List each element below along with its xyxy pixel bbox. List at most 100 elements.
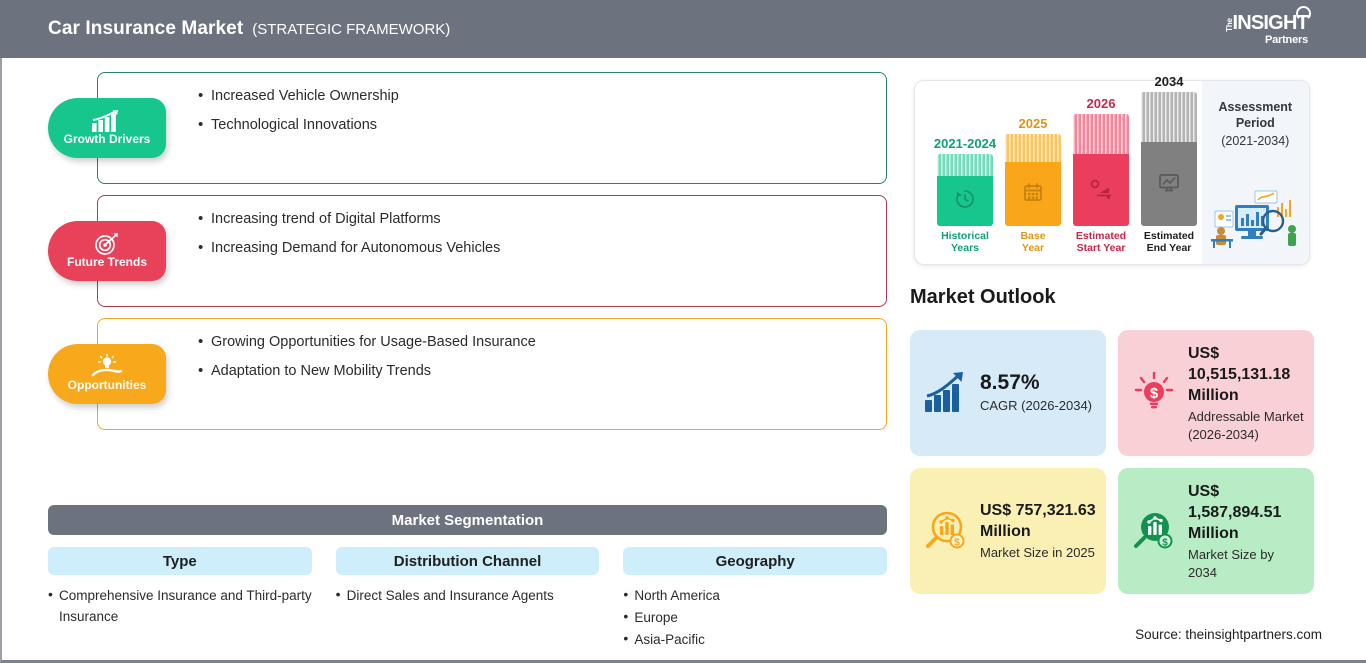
bar-top-segment: [1141, 92, 1197, 142]
insight-partners-logo: The INSIGHT Partners: [1196, 5, 1311, 50]
bar-item-historical: 2021-2024: [934, 136, 996, 254]
list-item: Comprehensive Insurance and Third-party …: [48, 584, 312, 627]
lightbulb-hand-icon: [90, 354, 124, 378]
card-cagr: 8.57% CAGR (2026-2034): [910, 330, 1106, 456]
logo-partners-text: Partners: [1264, 33, 1308, 46]
segment-column-type: Type Comprehensive Insurance and Third-p…: [48, 547, 312, 651]
card-addressable-market-label: Addressable Market (2026-2034): [1188, 408, 1304, 442]
outlook-card-row-bottom: $ US$ 757,321.63 Million Market Size in …: [910, 468, 1322, 594]
card-market-size-2034-text: US$ 1,587,894.51 Million Market Size by …: [1188, 481, 1304, 582]
card-addressable-market: $ US$ 10: [1118, 330, 1314, 456]
card-market-size-2025-value: US$ 757,321.63 Million: [980, 502, 1096, 540]
segment-title: Type: [162, 552, 197, 570]
factor-bullets-opportunities: Growing Opportunities for Usage-Based In…: [98, 319, 886, 395]
badge-growth-drivers[interactable]: Growth Drivers: [48, 98, 166, 158]
magnifier-chart-dollar-icon: $: [1128, 509, 1180, 553]
card-cagr-label: CAGR (2026-2034): [980, 398, 1092, 413]
bar-top-segment: [1005, 134, 1061, 162]
history-clock-icon: [954, 188, 976, 215]
bar-chart-growth-icon: [90, 110, 124, 132]
source-attribution: Source: theinsightpartners.com: [1135, 627, 1322, 642]
factor-box-future-trends: Increasing trend of Digital Platforms In…: [97, 195, 887, 307]
bar-estimated-end-year: [1141, 92, 1197, 226]
logo-ring-icon: [1296, 5, 1311, 21]
bar-estimated-start-year: [1073, 114, 1129, 226]
factor-bullets-future-trends: Increasing trend of Digital Platforms In…: [98, 196, 886, 272]
monitor-chart-icon: [1157, 171, 1181, 198]
bar-bottom-segment: [1073, 154, 1129, 226]
bullet-item: Increasing trend of Digital Platforms: [198, 209, 886, 229]
card-cagr-text: 8.57% CAGR (2026-2034): [980, 371, 1096, 415]
card-addressable-market-value: US$ 10,515,131.18 Million: [1188, 344, 1291, 404]
badge-future-trends[interactable]: Future Trends: [48, 221, 166, 281]
badge-label: Opportunities: [67, 378, 147, 392]
logo-top-row: The INSIGHT: [1223, 5, 1311, 33]
segment-list-distribution-channel: Direct Sales and Insurance Agents: [336, 584, 600, 606]
header-title-group: Car Insurance Market (STRATEGIC FRAMEWOR…: [48, 18, 450, 40]
lightbulb-dollar-icon: $: [1128, 371, 1180, 415]
market-outlook-title: Market Outlook: [910, 286, 1056, 308]
segmentation-columns: Type Comprehensive Insurance and Third-p…: [48, 547, 888, 651]
segment-list-type: Comprehensive Insurance and Third-party …: [48, 584, 312, 627]
svg-text:$: $: [954, 538, 960, 549]
bar-year-label: 2034: [1154, 74, 1184, 89]
calendar-icon: [1022, 181, 1044, 208]
list-item: Asia-Pacific: [623, 628, 887, 650]
assessment-title-line1: Assessment: [1218, 100, 1293, 114]
bar-top-segment: [1073, 114, 1129, 154]
factor-box-opportunities: Growing Opportunities for Usage-Based In…: [97, 318, 887, 430]
bar-year-label: 2026: [1086, 96, 1116, 111]
bullet-item: Increased Vehicle Ownership: [198, 86, 886, 106]
page-header: Car Insurance Market (STRATEGIC FRAMEWOR…: [0, 0, 1366, 58]
gear-chart-icon: [1089, 177, 1113, 204]
logo-the-text: The: [1224, 17, 1234, 32]
list-item: Direct Sales and Insurance Agents: [336, 584, 600, 606]
segment-header-type: Type: [48, 547, 312, 575]
segment-list-geography: North America Europe Asia-Pacific: [623, 584, 887, 650]
bullet-item: Adaptation to New Mobility Trends: [198, 361, 886, 381]
right-column: 2021-2024: [905, 58, 1366, 663]
assessment-title-line3: (2021-2034): [1221, 134, 1290, 148]
outlook-cards: 8.57% CAGR (2026-2034) $: [910, 330, 1322, 606]
badge-opportunities[interactable]: Opportunities: [48, 344, 166, 404]
page-title: Car Insurance Market: [48, 18, 244, 39]
assessment-period-panel: 2021-2024: [914, 74, 1310, 265]
segment-column-geography: Geography North America Europe Asia-Paci…: [623, 547, 888, 651]
bar-base-year: [1005, 134, 1061, 226]
bullet-item: Technological Innovations: [198, 115, 886, 135]
svg-text:$: $: [1162, 538, 1168, 549]
bar-year-label: 2025: [1018, 116, 1048, 131]
segment-title: Geography: [715, 552, 795, 570]
card-market-size-2034-value: US$ 1,587,894.51 Million: [1188, 482, 1282, 542]
list-item: Europe: [623, 606, 887, 628]
card-market-size-2025-label: Market Size in 2025: [980, 545, 1095, 560]
page-subtitle: (STRATEGIC FRAMEWORK): [252, 21, 451, 38]
bar-item-estimated-start: 2026: [1073, 96, 1129, 254]
svg-text:$: $: [1150, 385, 1159, 402]
bar-top-segment: [937, 154, 993, 176]
assessment-period-label-panel: Assessment Period (2021-2034): [1201, 81, 1309, 264]
card-cagr-value: 8.57%: [980, 371, 1040, 394]
left-column: Increased Vehicle Ownership Technologica…: [0, 58, 900, 663]
growth-chart-arrow-icon: [920, 372, 972, 414]
card-addressable-market-text: US$ 10,515,131.18 Million Addressable Ma…: [1188, 343, 1304, 444]
card-market-size-2034: $ US$ 1,587,894.51 Million Market Size b…: [1118, 468, 1314, 594]
factor-box-growth-drivers: Increased Vehicle Ownership Technologica…: [97, 72, 887, 184]
list-item: North America: [623, 584, 887, 606]
card-market-size-2025-text: US$ 757,321.63 Million Market Size in 20…: [980, 500, 1096, 562]
outlook-card-row-top: 8.57% CAGR (2026-2034) $: [910, 330, 1322, 456]
target-dart-icon: [92, 233, 122, 255]
bar-item-estimated-end: 2034: [1141, 74, 1197, 254]
bar-item-base-year: 2025: [1005, 116, 1061, 254]
bullet-item: Increasing Demand for Autonomous Vehicle…: [198, 238, 886, 258]
segment-header-distribution-channel: Distribution Channel: [335, 547, 600, 575]
segment-title: Distribution Channel: [393, 552, 542, 570]
segment-header-geography: Geography: [623, 547, 888, 575]
market-segmentation-title: Market Segmentation: [391, 511, 544, 529]
card-market-size-2025: $ US$ 757,321.63 Million Market Size in …: [910, 468, 1106, 594]
